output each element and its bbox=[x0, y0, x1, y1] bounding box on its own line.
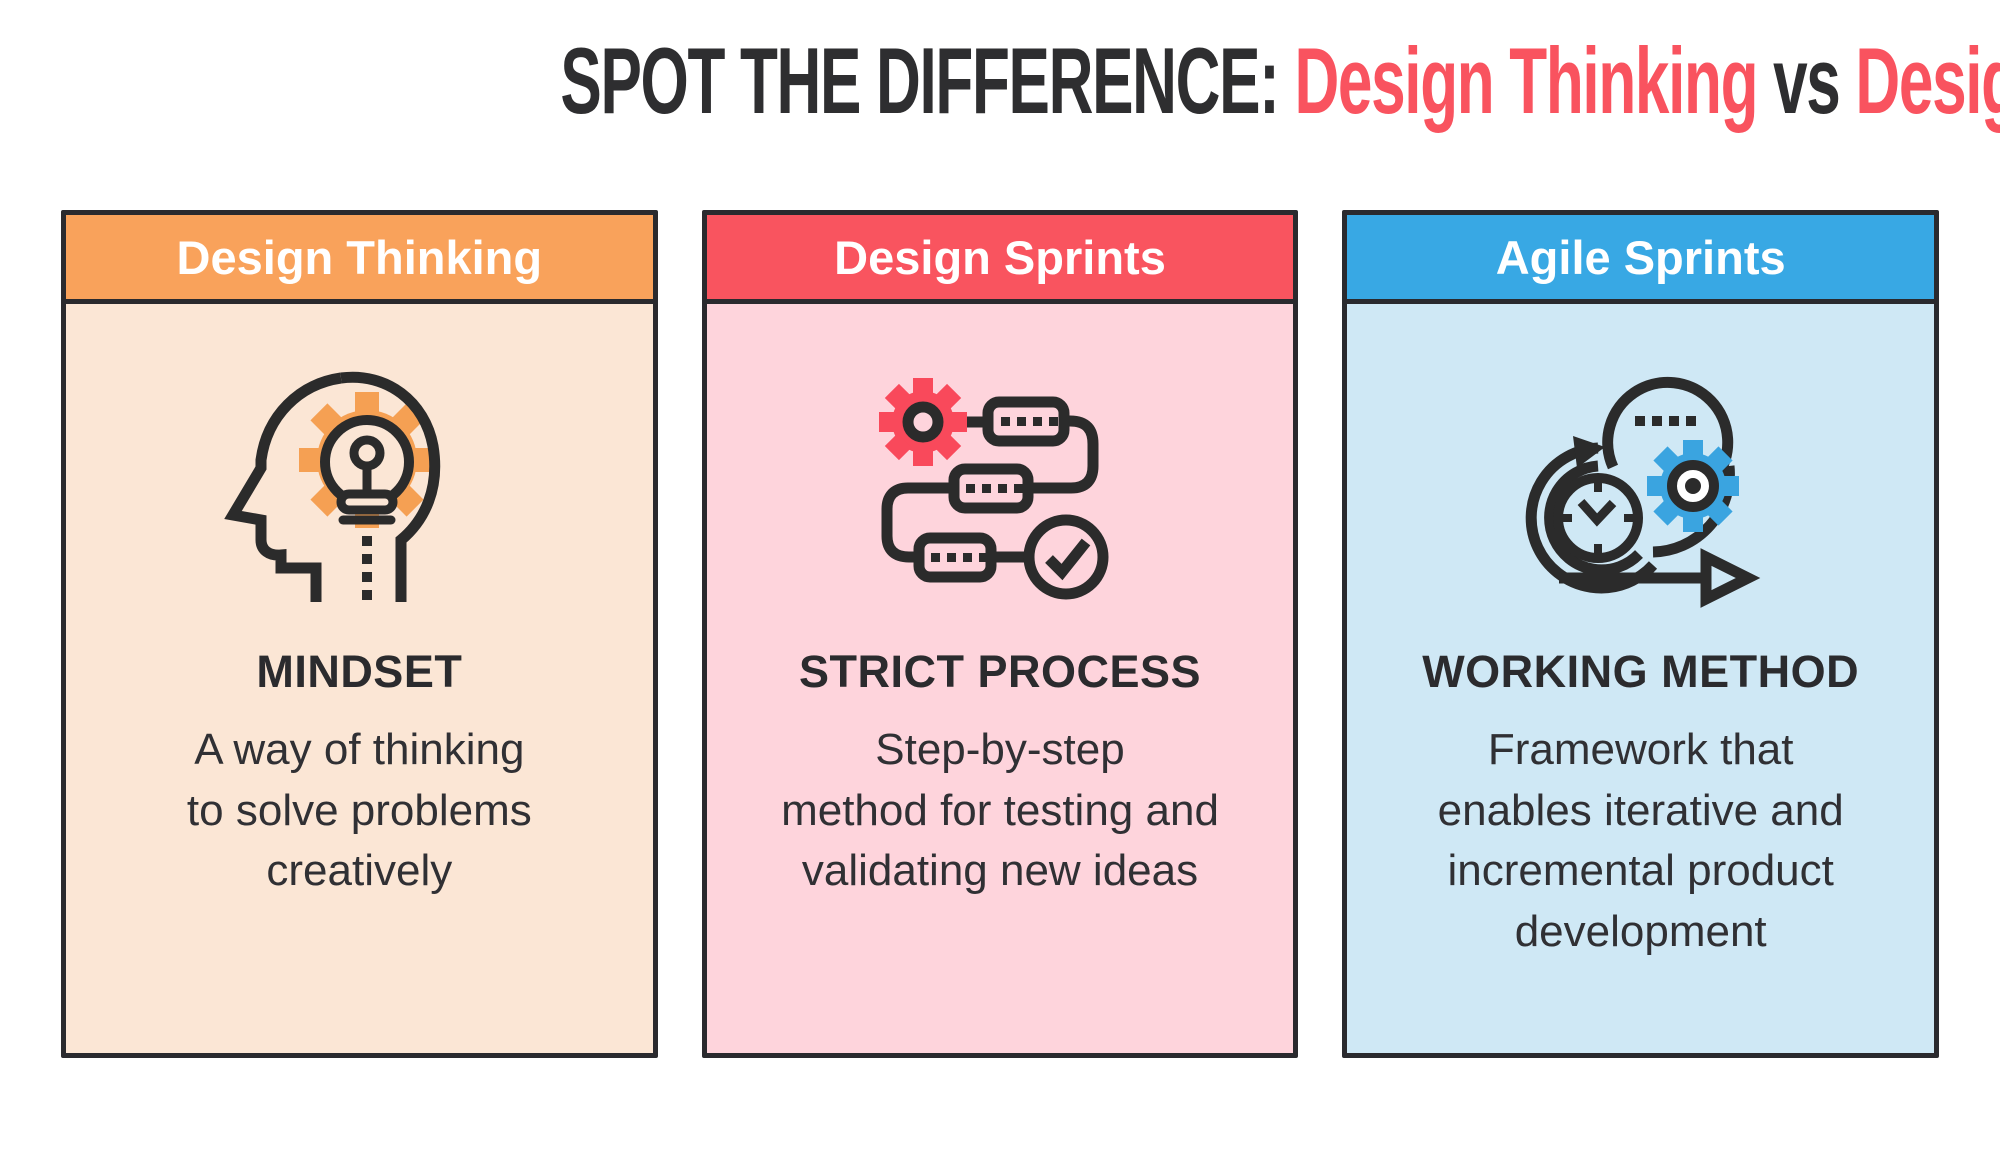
page-title: SPOT THE DIFFERENCE: Design Thinking vs … bbox=[0, 34, 2000, 128]
comparison-cards: Design Thinking bbox=[0, 210, 2000, 1058]
card-design-thinking-header: Design Thinking bbox=[66, 215, 653, 304]
page-title-text: SPOT THE DIFFERENCE: Design Thinking vs … bbox=[560, 34, 2000, 128]
card-design-sprints-body: STRICT PROCESS Step-by-step method for t… bbox=[707, 304, 1294, 1053]
card-design-sprints: Design Sprints bbox=[701, 210, 1299, 1058]
card-design-sprints-subtitle: STRICT PROCESS bbox=[798, 646, 1202, 697]
card-agile-sprints-body: WORKING METHOD Framework that enables it… bbox=[1347, 304, 1934, 1053]
head-lightbulb-icon bbox=[219, 350, 499, 630]
card-agile-sprints: Agile Sprints bbox=[1342, 210, 1940, 1058]
card-design-sprints-header: Design Sprints bbox=[706, 215, 1294, 304]
title-prefix: SPOT THE DIFFERENCE: bbox=[560, 28, 1279, 133]
card-design-thinking-subtitle: MINDSET bbox=[256, 646, 463, 697]
card-design-thinking: Design Thinking bbox=[61, 210, 658, 1058]
card-agile-sprints-description: Framework that enables iterative and inc… bbox=[1437, 725, 1844, 957]
card-agile-sprints-header: Agile Sprints bbox=[1347, 215, 1935, 304]
card-design-sprints-description: Step-by-step method for testing and vali… bbox=[781, 725, 1219, 896]
title-vs-1: vs bbox=[1773, 28, 1841, 133]
card-design-thinking-body: MINDSET A way of thinking to solve probl… bbox=[66, 304, 653, 1053]
title-design-sprints: Design Sprints bbox=[1855, 28, 2000, 133]
card-design-thinking-description: A way of thinking to solve problems crea… bbox=[186, 725, 532, 896]
agile-loop-icon bbox=[1501, 350, 1781, 630]
process-flow-icon bbox=[860, 350, 1140, 630]
card-agile-sprints-subtitle: WORKING METHOD bbox=[1422, 646, 1860, 697]
title-design-thinking: Design Thinking bbox=[1294, 28, 1758, 133]
